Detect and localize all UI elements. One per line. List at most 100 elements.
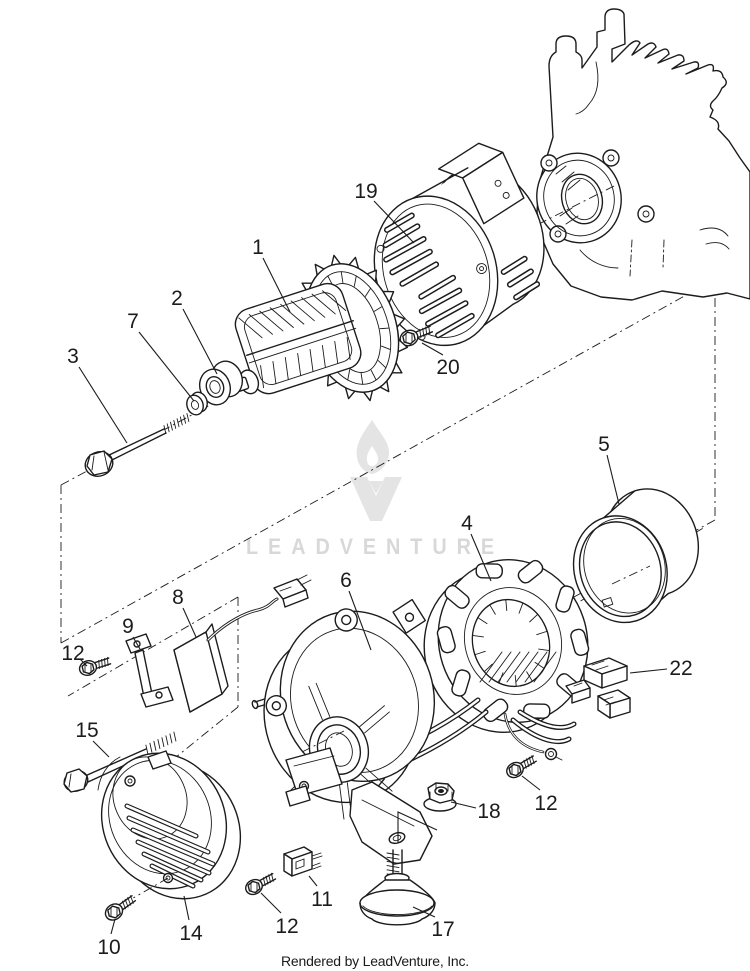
bolt-12-left-drawing [78, 657, 112, 676]
part-number-4[interactable]: 4 [461, 512, 473, 535]
callout-12: 12 [521, 775, 558, 815]
callout-5: 5 [598, 433, 620, 505]
bolt-threads [145, 731, 177, 755]
callout-12: 12 [61, 642, 88, 667]
rotor-pole-claws [260, 336, 351, 389]
terminal-block [437, 142, 525, 225]
callout-7: 7 [127, 310, 195, 402]
callout-4: 4 [461, 512, 492, 582]
bolt-threads [163, 413, 190, 434]
condenser-plug [273, 574, 312, 608]
callout-12: 12 [260, 892, 299, 938]
callout-leader-12 [521, 775, 541, 791]
connector-drawing [565, 657, 631, 719]
part-number-12[interactable]: 12 [275, 915, 298, 938]
part-number-6[interactable]: 6 [340, 569, 352, 592]
footer-credit: Rendered by LeadVenture, Inc. [281, 953, 469, 969]
flange-nut-drawing [423, 782, 457, 812]
condenser-drawing [173, 574, 312, 713]
part-number-1[interactable]: 1 [252, 236, 264, 259]
axis-through-band [611, 565, 651, 585]
part-number-11[interactable]: 11 [311, 888, 333, 911]
part-number-20[interactable]: 20 [436, 356, 459, 379]
brush-holder-drawing [283, 846, 323, 877]
callout-leader-20 [421, 342, 444, 356]
engine-mounting-flange [522, 149, 655, 244]
callout-17: 17 [412, 906, 455, 941]
callout-leader-3 [78, 366, 128, 444]
callout-leader-4 [470, 533, 492, 582]
cover-vent-slots [124, 803, 216, 889]
callout-leader-12 [79, 658, 88, 667]
callout-14: 14 [179, 895, 203, 945]
bearing-drawing [198, 360, 244, 406]
part-number-2[interactable]: 2 [171, 287, 183, 310]
callout-15: 15 [75, 719, 110, 758]
bolt-20-drawing [399, 325, 434, 347]
v-logo-icon [350, 477, 402, 521]
rotor-assembly-drawing [230, 282, 362, 395]
watermark-text: LEADVENTURE [246, 534, 504, 559]
callout-10: 10 [97, 918, 121, 959]
callout-leader-10 [110, 918, 116, 935]
callout-18: 18 [397, 800, 501, 843]
part-number-12[interactable]: 12 [534, 792, 557, 815]
callout-leader-1 [262, 257, 291, 313]
engine-block-drawing [522, 8, 750, 301]
part-number-10[interactable]: 10 [97, 936, 120, 959]
part-number-7[interactable]: 7 [127, 310, 139, 333]
part-number-12[interactable]: 12 [61, 642, 84, 665]
callout-leader-18 [450, 801, 477, 809]
mounting-arm-drawing [285, 747, 433, 865]
part-number-22[interactable]: 22 [669, 657, 692, 680]
part-number-14[interactable]: 14 [179, 922, 203, 945]
part-number-18[interactable]: 18 [477, 800, 500, 823]
callout-leader-15 [92, 740, 110, 758]
bolt-12-right-drawing [506, 755, 537, 779]
cooling-vent-slots [382, 212, 541, 339]
callout-leader-17 [412, 906, 436, 918]
callout-leader-19 [373, 200, 415, 244]
callout-leader-14 [183, 895, 190, 921]
part-number-3[interactable]: 3 [67, 345, 79, 368]
stator-band-drawing [572, 488, 700, 624]
callout-3: 3 [67, 345, 128, 444]
rotor-lamination-hatch [238, 290, 347, 339]
callout-leader-8 [182, 607, 197, 638]
bolt-12-center-drawing [245, 872, 277, 896]
callout-leader-11 [308, 875, 318, 887]
through-bolt-drawing [84, 413, 190, 477]
flame-logo-icon [356, 420, 390, 474]
callout-leader-12 [260, 892, 282, 914]
part-number-19[interactable]: 19 [354, 180, 377, 203]
callout-22: 22 [629, 657, 693, 680]
border-long-diagonal [60, 278, 716, 644]
part-number-17[interactable]: 17 [431, 918, 454, 941]
callout-leader-7 [138, 331, 195, 402]
axis-through-hub [301, 730, 345, 753]
screw-alignment-line [127, 877, 169, 902]
ring-terminal [544, 747, 558, 761]
part-number-5[interactable]: 5 [598, 433, 610, 456]
callout-2: 2 [171, 287, 218, 375]
part-number-9[interactable]: 9 [122, 615, 134, 638]
callout-leader-extra-18 [397, 811, 438, 843]
callout-11: 11 [308, 875, 333, 911]
part-number-15[interactable]: 15 [75, 719, 98, 742]
end-cover-drawing [97, 750, 242, 900]
rubber-foot-drawing [359, 849, 436, 926]
callout-leader-22 [629, 668, 668, 674]
callout-6: 6 [340, 569, 372, 651]
callout-19: 19 [354, 180, 415, 244]
part-number-8[interactable]: 8 [172, 586, 184, 609]
washer-drawing [186, 391, 208, 416]
callout-leader-5 [606, 454, 620, 505]
callout-leader-2 [182, 308, 218, 375]
bracket-drawing [125, 633, 174, 708]
bolt-10-drawing [104, 895, 137, 921]
stator-drawing [423, 559, 590, 733]
border-lower-diag-a [67, 596, 239, 697]
